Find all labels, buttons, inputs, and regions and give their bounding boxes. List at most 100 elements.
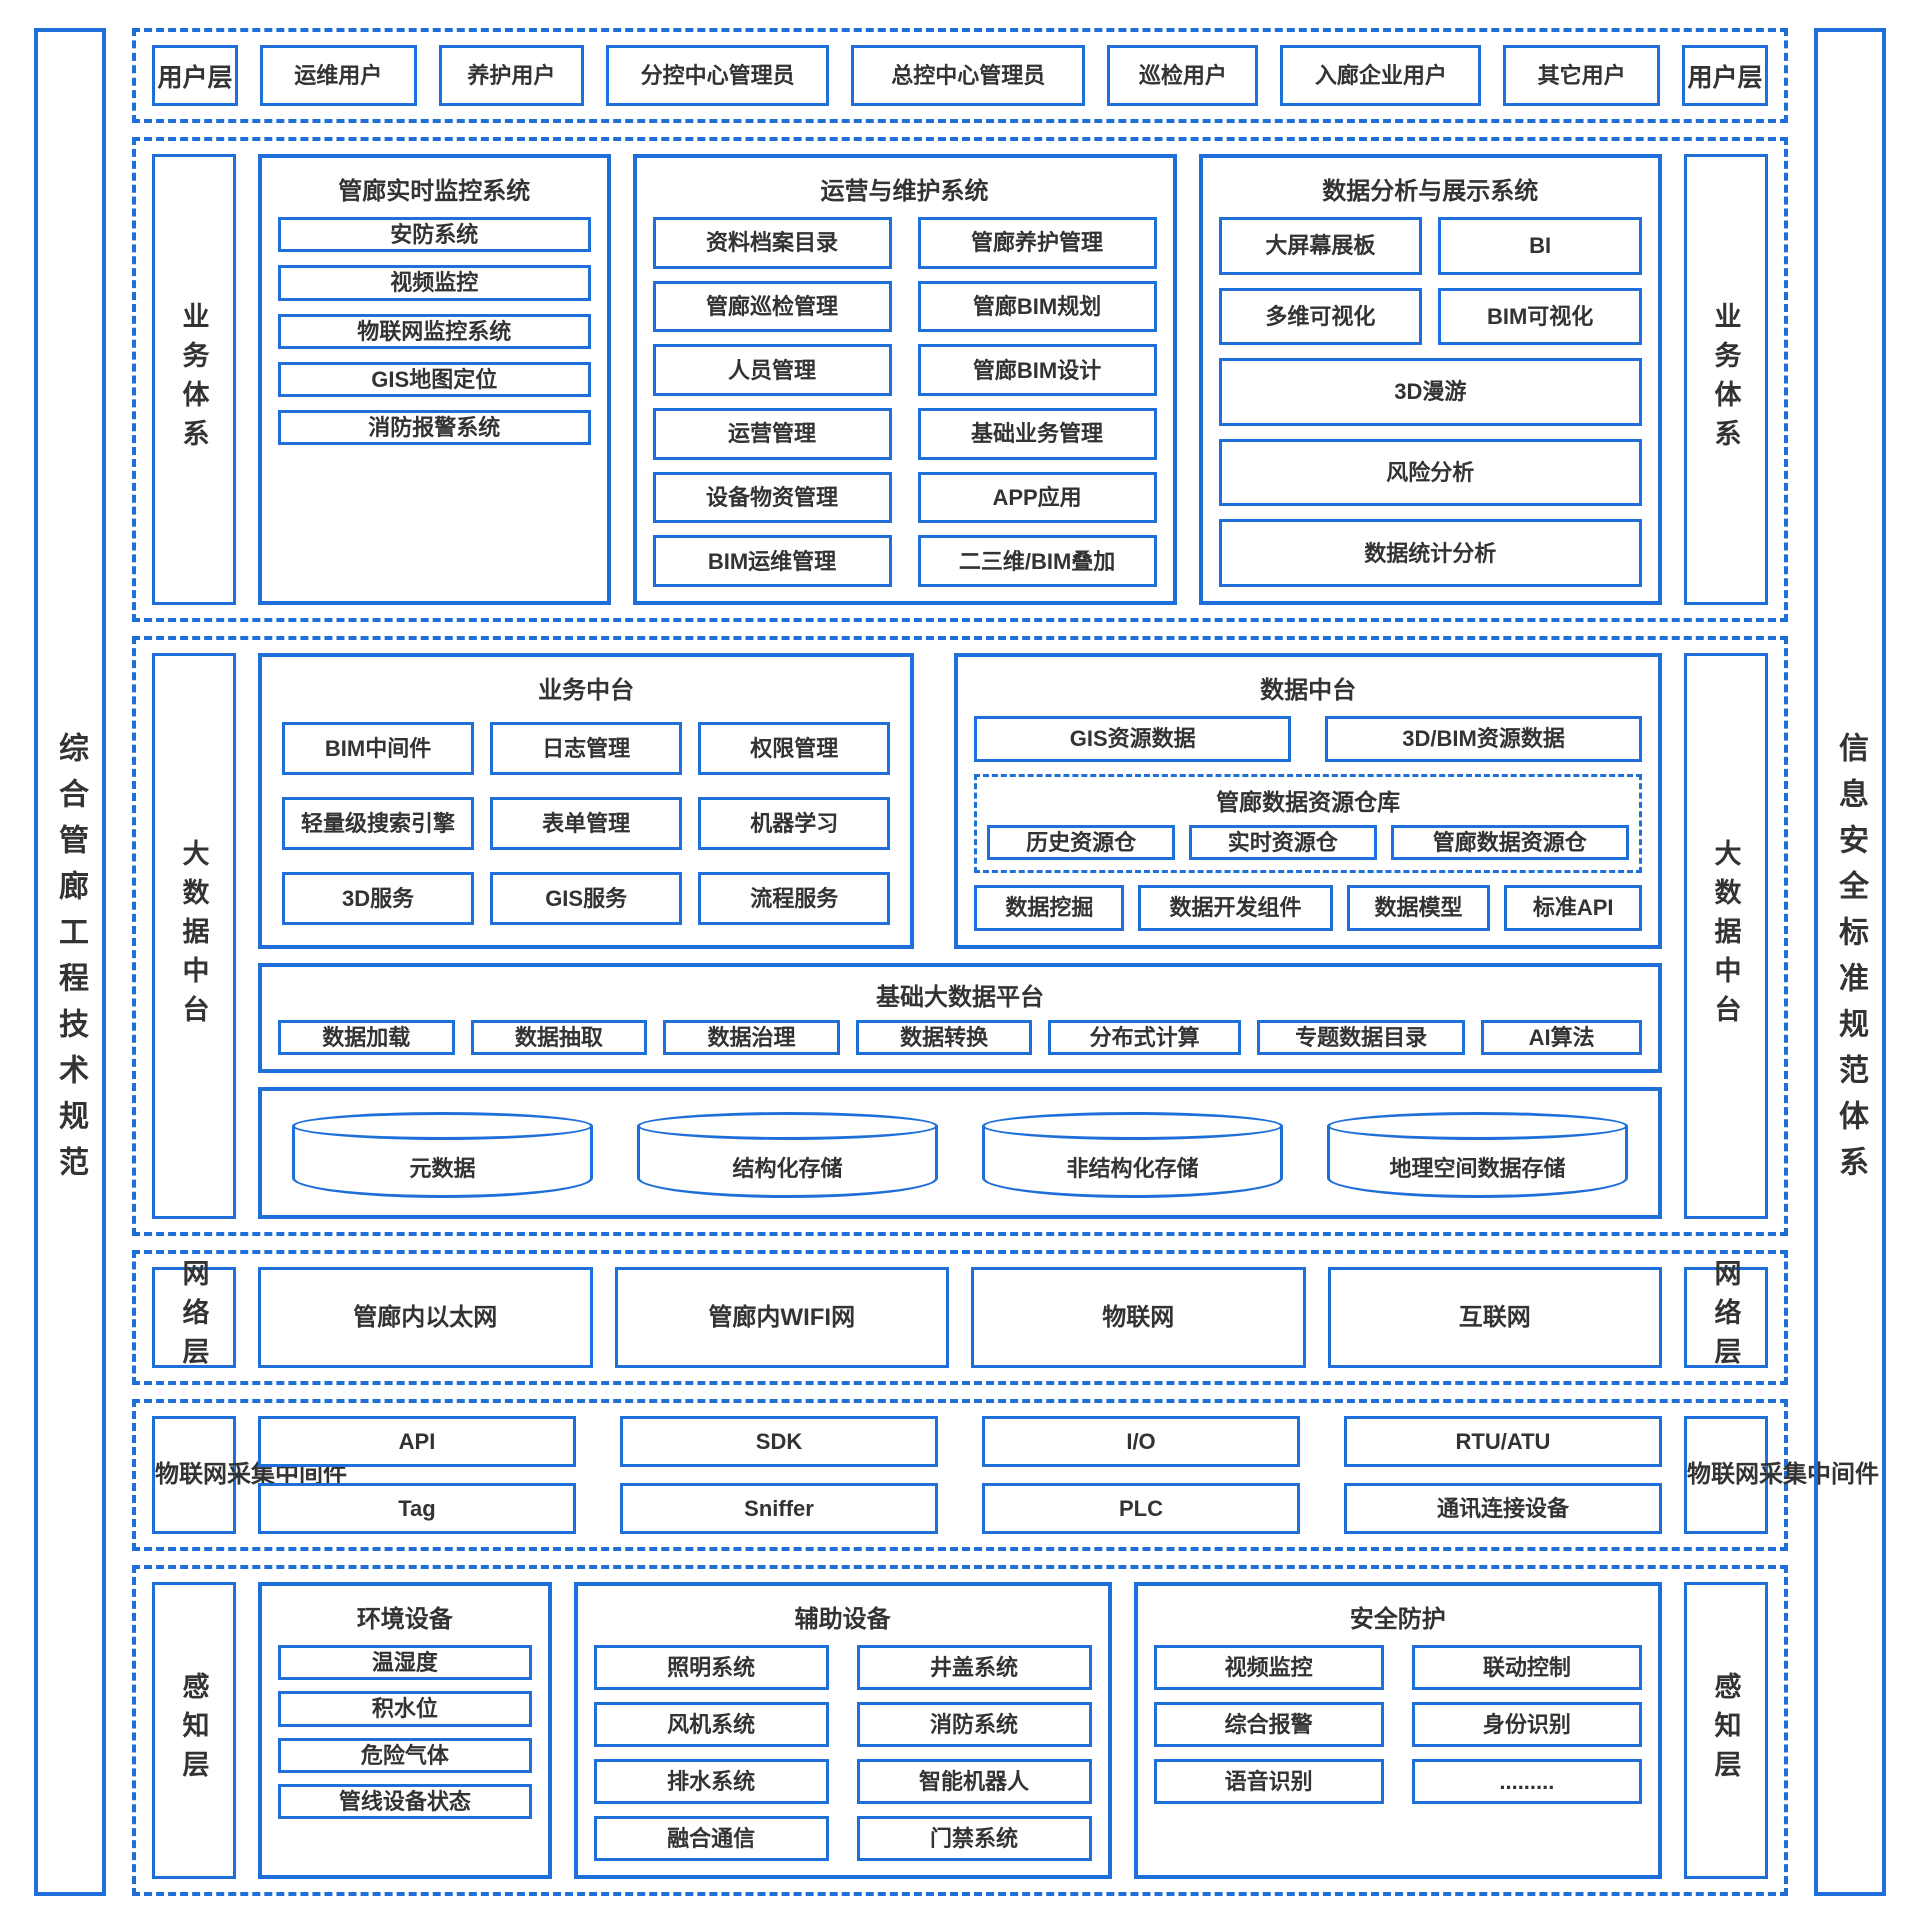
iot-item: API — [258, 1416, 576, 1467]
iot-item: PLC — [982, 1483, 1300, 1534]
security-item: 身份识别 — [1411, 1702, 1642, 1747]
environment-item: 温湿度 — [278, 1645, 532, 1681]
display-row: 大屏幕展板 BI — [1218, 217, 1643, 275]
auxiliary-item: 井盖系统 — [856, 1645, 1092, 1690]
monitoring-item: GIS地图定位 — [278, 361, 591, 398]
unstructured-storage-cylinder: 非结构化存储 — [982, 1112, 1283, 1198]
network-layer-label-left: 网络层 — [152, 1259, 236, 1376]
layers-column: 用户层 运维用户 养护用户 分控中心管理员 总控中心管理员 巡检用户 入廊企业用… — [132, 28, 1879, 1896]
user-type-box: 其它用户 — [1503, 45, 1660, 106]
data-analysis-display-group: 数据分析与展示系统 大屏幕展板 BI 多维可视化 BIM可视化 3D漫游 风险分… — [1198, 154, 1662, 605]
data-middle-platform-group: 数据中台 GIS资源数据 3D/BIM资源数据 管廊数据资源仓库 历史资源仓 实… — [954, 653, 1662, 949]
user-layer-label-right: 用户层 — [1681, 45, 1768, 106]
auxiliary-devices-grid: 照明系统 井盖系统 风机系统 消防系统 排水系统 智能机器人 融合通信 门禁系统 — [593, 1645, 1092, 1861]
network-item: 管廊内WIFI网 — [614, 1267, 949, 1368]
display-item: 大屏幕展板 — [1218, 217, 1423, 275]
biz-platform-item: 3D服务 — [282, 871, 475, 925]
warehouse-item: 实时资源仓 — [1188, 824, 1377, 860]
base-platform-item: 分布式计算 — [1048, 1019, 1241, 1055]
warehouse-item: 历史资源仓 — [987, 824, 1175, 860]
auxiliary-item: 风机系统 — [593, 1702, 829, 1747]
biz-platform-item: 权限管理 — [698, 722, 891, 775]
environment-devices-list: 温湿度 积水位 危险气体 管线设备状态 — [278, 1645, 532, 1861]
security-item: 语音识别 — [1153, 1759, 1384, 1804]
display-item: 风险分析 — [1218, 438, 1642, 507]
bigdata-layer-label-right: 大数据中台 — [1684, 653, 1768, 1219]
realtime-monitoring-list: 安防系统 视频监控 物联网监控系统 GIS地图定位 消防报警系统 — [278, 217, 591, 587]
auxiliary-item: 智能机器人 — [856, 1759, 1092, 1804]
auxiliary-devices-title: 辅助设备 — [794, 1606, 891, 1633]
biz-platform-item: 轻量级搜索引擎 — [282, 796, 475, 850]
bigdata-layer-label-left: 大数据中台 — [152, 653, 236, 1219]
biz-platform-item: BIM中间件 — [282, 722, 475, 775]
iot-item: I/O — [982, 1416, 1300, 1467]
data-analysis-display-list: 大屏幕展板 BI 多维可视化 BIM可视化 3D漫游 风险分析 数据统计分析 — [1218, 217, 1643, 587]
geospatial-storage-cylinder: 地理空间数据存储 — [1327, 1112, 1628, 1198]
environment-devices-title: 环境设备 — [356, 1606, 453, 1633]
data-tool-item: 数据模型 — [1346, 885, 1491, 931]
user-layer-band: 用户层 运维用户 养护用户 分控中心管理员 总控中心管理员 巡检用户 入廊企业用… — [132, 28, 1788, 123]
iot-item: SDK — [620, 1416, 938, 1467]
security-item: 联动控制 — [1411, 1645, 1642, 1690]
right-spec-sidebar: 信息安全标准规范体系 — [1814, 28, 1886, 1896]
auxiliary-item: 照明系统 — [593, 1645, 829, 1690]
operations-item: BIM运维管理 — [652, 535, 892, 587]
monitoring-item: 物联网监控系统 — [278, 313, 591, 349]
environment-devices-group: 环境设备 温湿度 积水位 危险气体 管线设备状态 — [258, 1582, 552, 1879]
bigdata-top-row: 业务中台 BIM中间件 日志管理 权限管理 轻量级搜索引擎 表单管理 机器学习 … — [258, 653, 1662, 949]
iot-middleware-label-left: 物联网采集中间件 — [152, 1416, 347, 1534]
data-resource-item: GIS资源数据 — [974, 716, 1292, 762]
monitoring-item: 消防报警系统 — [278, 410, 591, 446]
user-type-box: 入廊企业用户 — [1280, 45, 1482, 106]
data-tools-row: 数据挖掘 数据开发组件 数据模型 标准API — [974, 885, 1642, 931]
data-warehouse-row: 历史资源仓 实时资源仓 管廊数据资源仓 — [987, 824, 1630, 860]
data-resource-item: 3D/BIM资源数据 — [1325, 716, 1642, 762]
data-warehouse-title: 管廊数据资源仓库 — [1216, 788, 1401, 815]
base-platform-item: 数据加载 — [278, 1019, 455, 1055]
operations-item: 资料档案目录 — [652, 217, 892, 269]
biz-platform-item: 流程服务 — [698, 871, 891, 925]
data-tool-item: 数据开发组件 — [1138, 885, 1333, 931]
network-item: 管廊内以太网 — [258, 1267, 593, 1368]
user-type-box: 总控中心管理员 — [851, 45, 1086, 106]
iot-item: Tag — [258, 1483, 576, 1534]
auxiliary-item: 融合通信 — [593, 1816, 829, 1861]
iot-item: RTU/ATU — [1344, 1416, 1662, 1467]
user-type-box: 养护用户 — [438, 45, 585, 106]
user-type-box: 巡检用户 — [1107, 45, 1259, 106]
biz-platform-item: 日志管理 — [490, 722, 683, 775]
operations-item: 管廊养护管理 — [917, 217, 1157, 269]
business-middle-platform-grid: BIM中间件 日志管理 权限管理 轻量级搜索引擎 表单管理 机器学习 3D服务 … — [278, 716, 894, 931]
data-tool-item: 数据挖掘 — [974, 885, 1125, 931]
security-protection-grid: 视频监控 联动控制 综合报警 身份识别 语音识别 ......... — [1153, 1645, 1642, 1861]
warehouse-item: 管廊数据资源仓 — [1390, 824, 1630, 860]
display-item: BIM可视化 — [1438, 287, 1643, 346]
operations-item: 管廊巡检管理 — [652, 280, 892, 333]
base-platform-item: 数据转换 — [855, 1019, 1033, 1055]
data-middle-platform-body: GIS资源数据 3D/BIM资源数据 管廊数据资源仓库 历史资源仓 实时资源仓 … — [974, 716, 1642, 931]
display-item: 数据统计分析 — [1218, 519, 1642, 587]
operations-item: 二三维/BIM叠加 — [917, 535, 1157, 587]
security-protection-title: 安全防护 — [1349, 1606, 1446, 1633]
base-platform-item: AI算法 — [1481, 1019, 1642, 1055]
base-bigdata-platform-title: 基础大数据平台 — [876, 983, 1044, 1011]
operations-item: 管廊BIM设计 — [917, 344, 1157, 396]
display-item: 3D漫游 — [1218, 358, 1642, 426]
display-item: 多维可视化 — [1218, 287, 1423, 346]
base-bigdata-platform-row: 数据加载 数据抽取 数据治理 数据转换 分布式计算 专题数据目录 AI算法 — [278, 1019, 1642, 1055]
iot-item: 通讯连接设备 — [1344, 1483, 1662, 1534]
environment-item: 积水位 — [278, 1691, 532, 1727]
security-protection-group: 安全防护 视频监控 联动控制 综合报警 身份识别 语音识别 ......... — [1133, 1582, 1662, 1879]
data-analysis-display-title: 数据分析与展示系统 — [1322, 178, 1539, 205]
monitoring-item: 安防系统 — [278, 217, 591, 253]
user-type-box: 运维用户 — [260, 45, 417, 106]
network-item: 物联网 — [971, 1267, 1306, 1368]
iot-middleware-grid: API SDK I/O RTU/ATU Tag Sniffer PLC 通讯连接… — [258, 1416, 1662, 1534]
base-platform-item: 专题数据目录 — [1256, 1019, 1466, 1055]
network-layer-band: 网络层 管廊内以太网 管廊内WIFI网 物联网 互联网 网络层 — [132, 1250, 1788, 1385]
operations-item: 人员管理 — [652, 344, 892, 396]
display-row: 多维可视化 BIM可视化 — [1218, 287, 1643, 346]
iot-item: Sniffer — [620, 1483, 938, 1534]
data-middle-platform-title: 数据中台 — [1260, 677, 1357, 704]
